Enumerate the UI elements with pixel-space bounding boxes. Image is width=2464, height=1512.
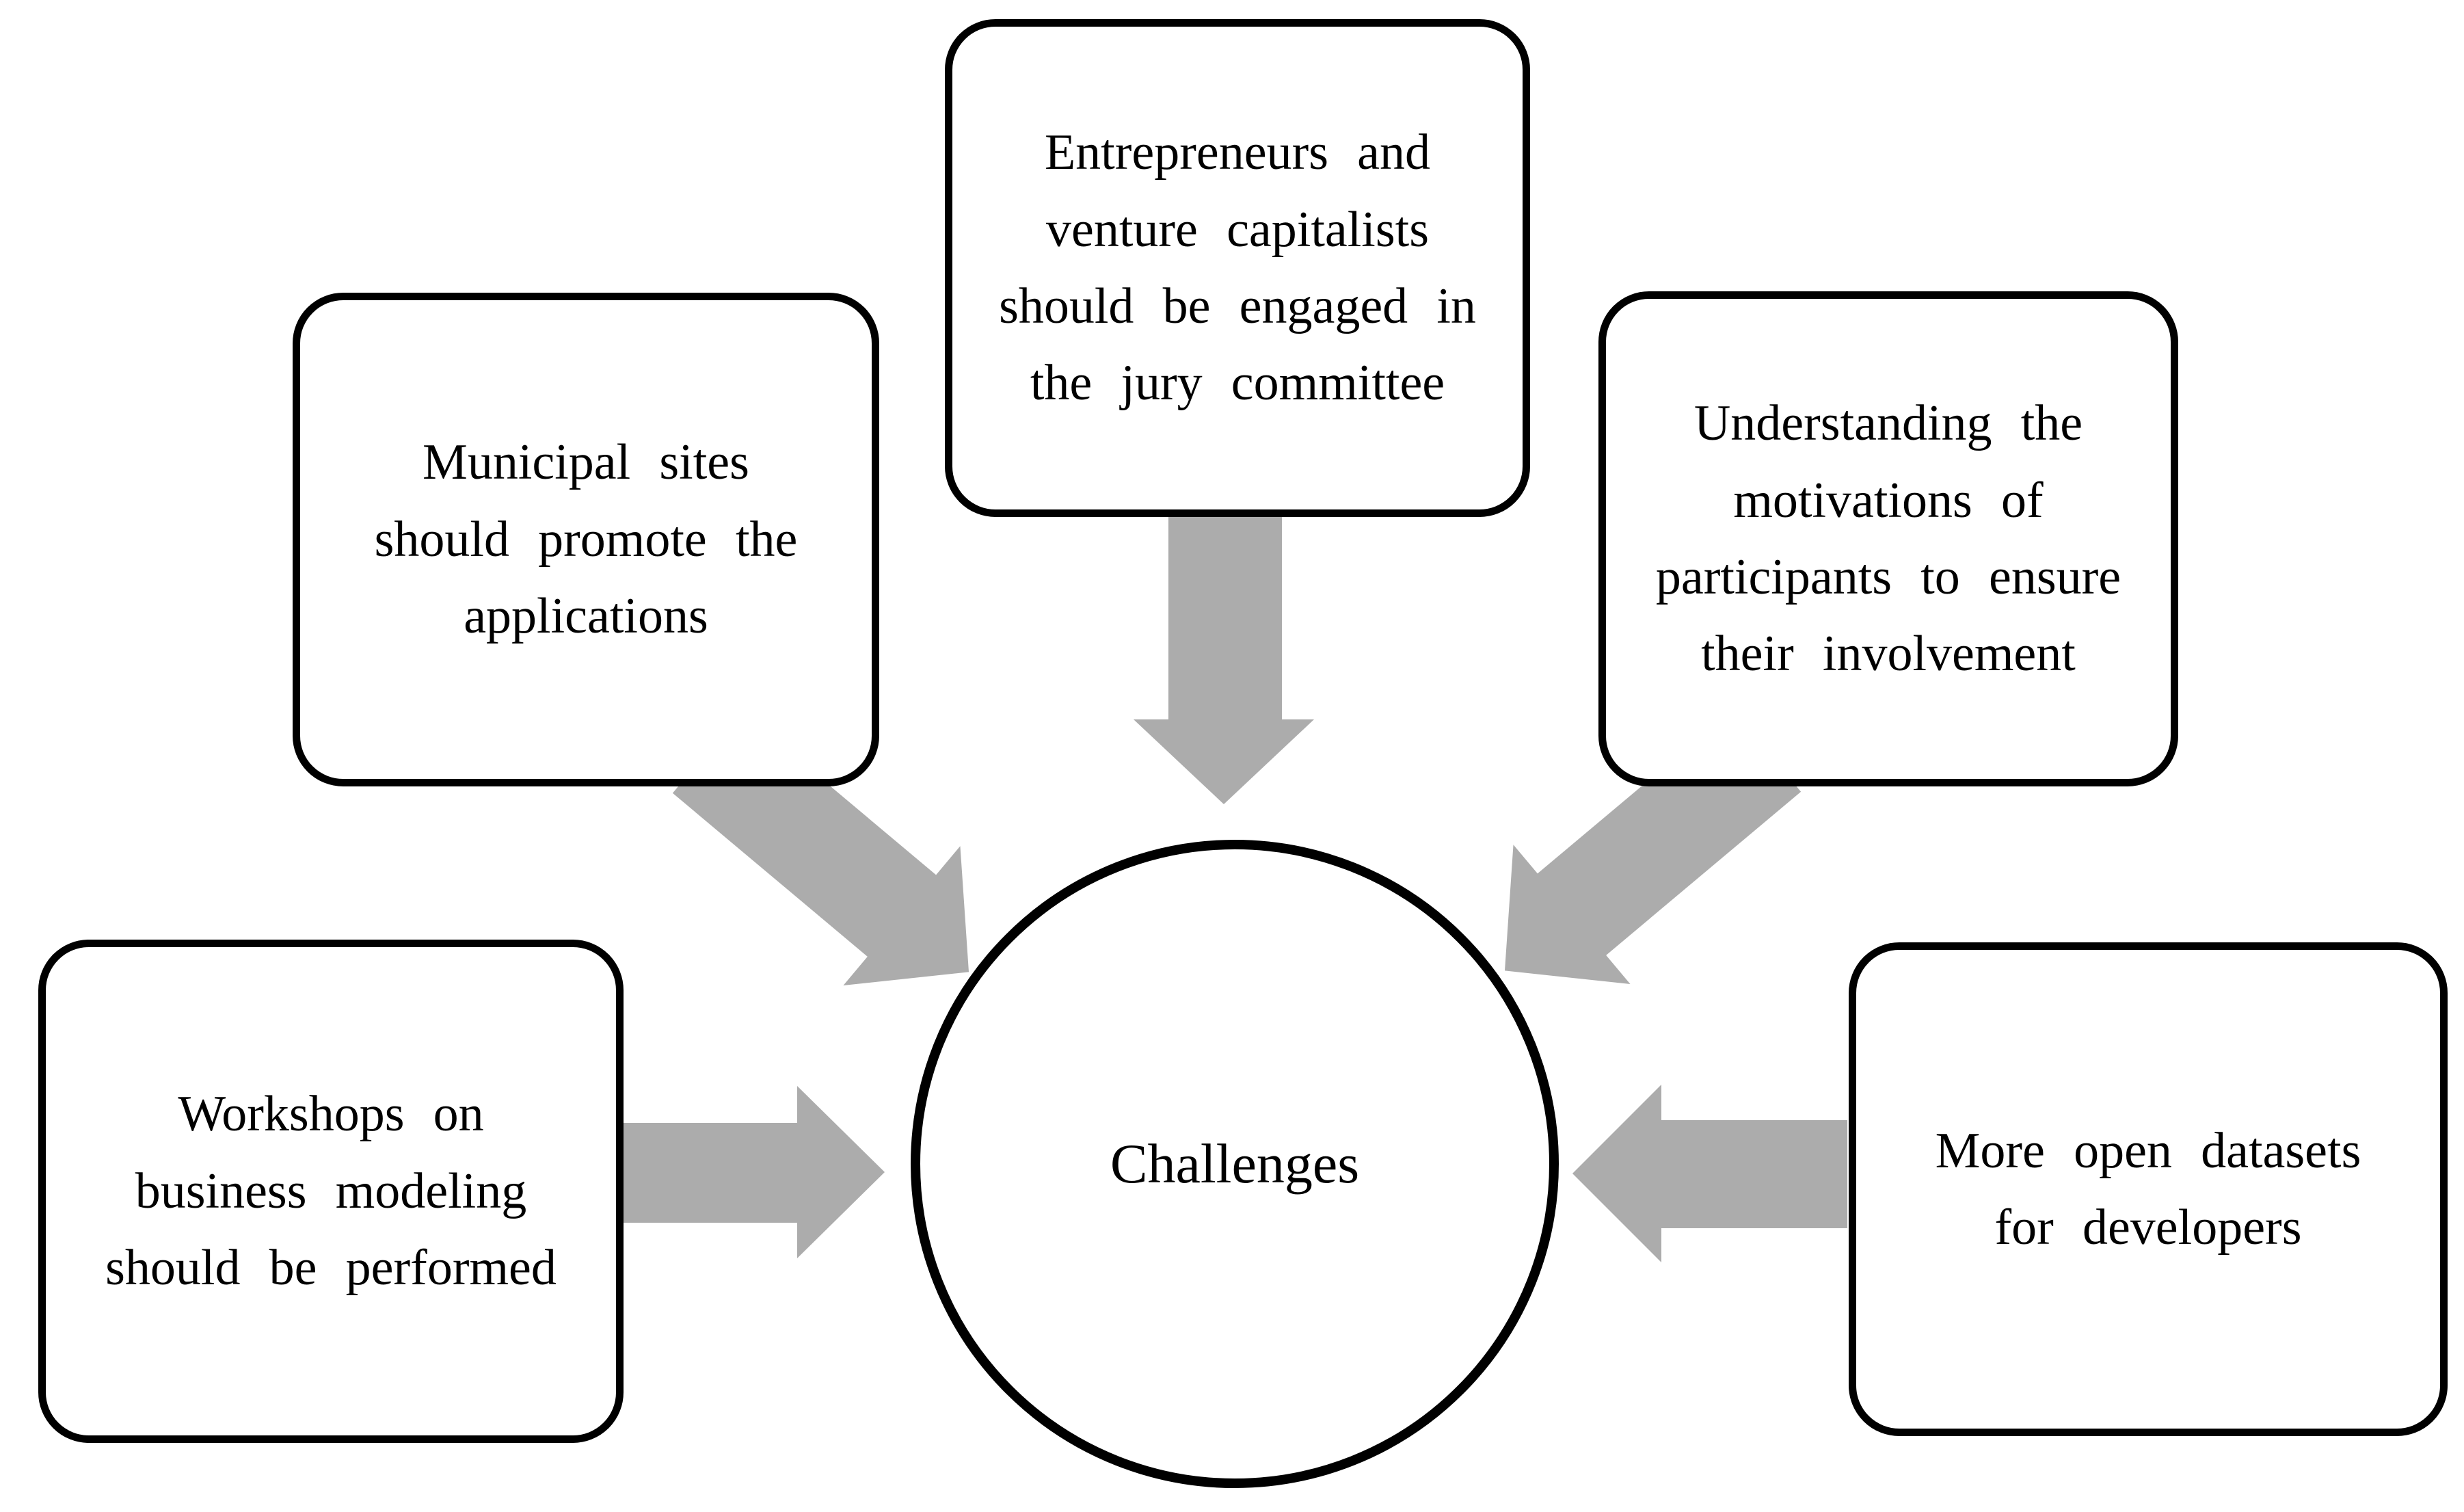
arrow-right-icon xyxy=(621,1086,885,1258)
node-challenges-center: Challenges xyxy=(911,840,1559,1488)
node-entrepreneurs: Entrepreneurs and venture capitalists sh… xyxy=(945,19,1530,517)
arrow-left-icon xyxy=(1572,1085,1847,1262)
node-workshops: Workshops on business modeling should be… xyxy=(38,940,624,1443)
node-open-datasets: More open datasets for developers xyxy=(1849,942,2448,1436)
node-motivations: Understanding the motivations of partici… xyxy=(1598,291,2178,786)
arrow-down-icon xyxy=(1134,514,1314,804)
node-municipal-sites: Municipal sites should promote the appli… xyxy=(293,293,879,786)
